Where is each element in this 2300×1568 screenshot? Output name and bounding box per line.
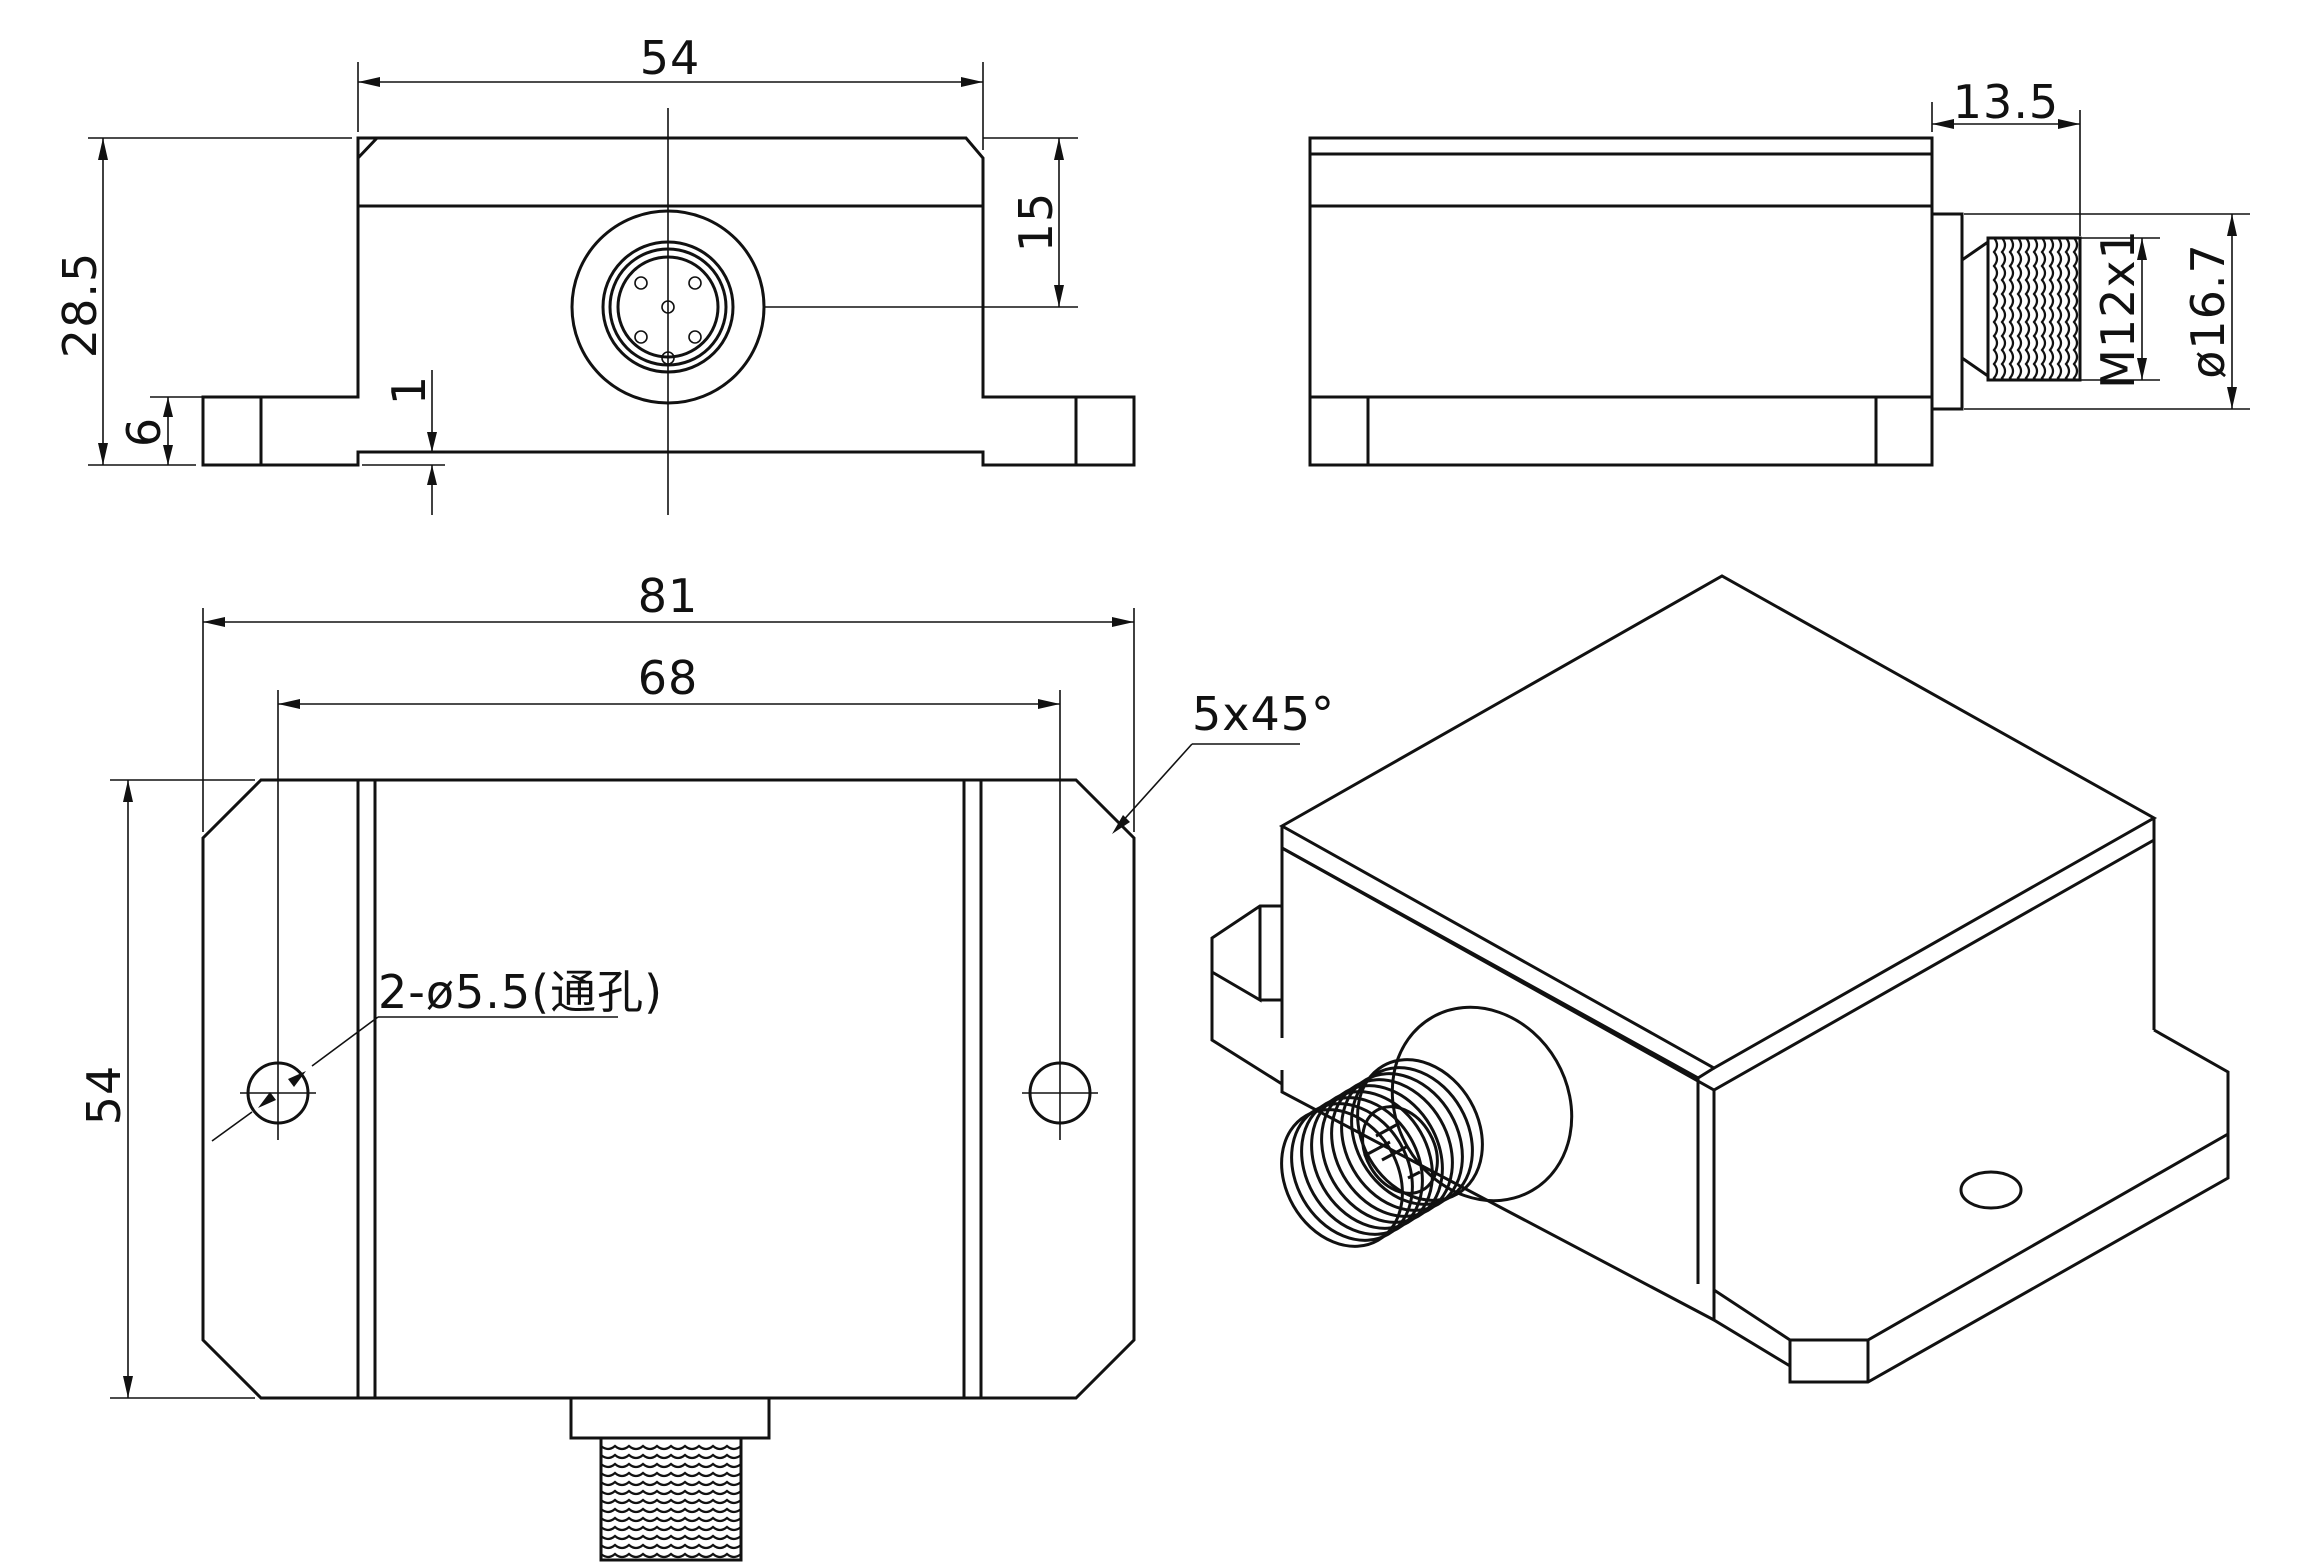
top-thread-line (601, 1516, 741, 1523)
front-recess-label: 1 (382, 375, 436, 405)
front-height-label: 28.5 (53, 252, 107, 358)
top-width-label: 54 (77, 1065, 131, 1126)
top-length-dimension: 81 (202, 569, 1135, 832)
top-thread-line (601, 1552, 741, 1559)
front-view-outline (201, 136, 1136, 467)
side-view: 13.5 M12x1 ø16.7 (1308, 75, 2250, 467)
top-connector (569, 1396, 771, 1562)
side-view-outline (1308, 136, 1934, 467)
front-recess-dimension: 1 (362, 370, 445, 515)
top-thread-line (601, 1453, 741, 1460)
top-thread-line (601, 1489, 741, 1496)
top-hole-spacing-label: 68 (638, 651, 699, 705)
side-diameter-label: ø16.7 (2181, 243, 2235, 379)
side-thread-dimension: M12x1 (2080, 229, 2160, 389)
top-chamfer-label: 5x45° (1192, 687, 1335, 741)
front-flange-label: 6 (117, 417, 171, 447)
side-thread-line (2008, 238, 2015, 380)
side-connector-length-dimension: 13.5 (1931, 75, 2081, 236)
isometric-view (1210, 574, 2230, 1384)
side-thread-line (2024, 238, 2031, 380)
front-connector (570, 108, 766, 515)
side-thread-line (2072, 238, 2079, 380)
top-thread-line (601, 1525, 741, 1532)
front-width-dimension: 54 (357, 31, 984, 150)
top-holes-callout: 2-ø5.5(通孔) (211, 965, 663, 1142)
front-height-dimension: 28.5 (53, 137, 352, 466)
top-length-label: 81 (638, 569, 699, 623)
side-thread-line (2032, 238, 2039, 380)
front-width-label: 54 (640, 31, 701, 85)
top-holes-label: 2-ø5.5(通孔) (378, 965, 663, 1019)
side-thread-label: M12x1 (2091, 229, 2145, 389)
front-flange-dimension: 6 (117, 396, 203, 465)
top-width-dimension: 54 (77, 779, 255, 1399)
top-view-outline (201, 778, 1136, 1400)
top-thread-line (601, 1543, 741, 1550)
top-hole-spacing-dimension: 68 (277, 651, 1061, 1140)
top-mounting-holes (240, 1061, 1098, 1125)
iso-connector (1280, 1005, 1574, 1248)
front-view: 54 28.5 15 6 (53, 31, 1136, 515)
side-diameter-dimension: ø16.7 (1964, 213, 2250, 410)
side-thread-line (2016, 238, 2023, 380)
side-thread-line (2048, 238, 2055, 380)
side-connector-length-label: 13.5 (1953, 75, 2059, 129)
top-thread-line (601, 1444, 741, 1451)
top-thread-line (601, 1471, 741, 1478)
side-thread-line (2056, 238, 2063, 380)
side-thread-line (2040, 238, 2047, 380)
top-thread-line (601, 1507, 741, 1514)
iso-left-flange (1210, 904, 1284, 1087)
iso-top-face (1278, 574, 2158, 1070)
top-thread-line (601, 1534, 741, 1541)
side-connector (1930, 212, 2082, 411)
side-thread-line (1992, 238, 1999, 380)
side-thread-line (2064, 238, 2071, 380)
top-chamfer-callout: 5x45° (1112, 687, 1335, 834)
top-thread-line (601, 1498, 741, 1505)
front-connector-height-label: 15 (1009, 192, 1063, 253)
front-connector-height-dimension: 15 (764, 137, 1078, 308)
top-view: 81 68 54 5x45° (77, 569, 1335, 1562)
top-thread-line (601, 1462, 741, 1469)
side-thread-line (2000, 238, 2007, 380)
top-thread-line (601, 1480, 741, 1487)
iso-mounting-hole (1959, 1170, 2023, 1210)
